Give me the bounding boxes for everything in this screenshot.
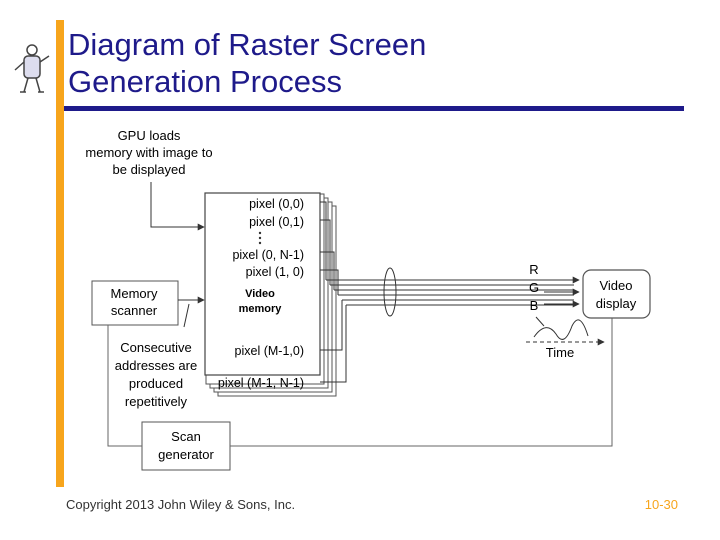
generator-to-display-line	[230, 308, 613, 447]
rgb-r: R	[529, 262, 538, 277]
consecutive-pointer	[183, 303, 190, 328]
page-number: 10-30	[644, 497, 678, 512]
gpu-arrow	[150, 182, 205, 231]
pixel-0-1: pixel (0,1)	[249, 215, 304, 229]
waveform-pointer	[535, 316, 545, 327]
scan-generator-label-2: generator	[158, 447, 214, 462]
mascot-logo	[14, 44, 50, 93]
rgb-b: B	[530, 298, 539, 313]
left-accent-bar	[56, 20, 64, 487]
title-underline	[64, 106, 684, 111]
ellipsis-dot	[258, 241, 262, 245]
memory-scanner-box	[91, 280, 179, 326]
time-label: Time	[546, 345, 574, 360]
raster-diagram: GPU loads memory with image to be displa…	[85, 128, 651, 471]
gpu-label-line-2: memory with image to	[85, 145, 212, 160]
video-display-box	[582, 269, 651, 319]
pixel-0-n1: pixel (0, N-1)	[232, 248, 304, 262]
video-memory-label-2: memory	[239, 303, 283, 315]
gpu-label-line-3: be displayed	[113, 162, 186, 177]
video-display-label-1: Video	[599, 278, 632, 293]
video-memory-box	[204, 192, 321, 376]
consecutive-line-2: addresses are	[115, 358, 197, 373]
title-line-2: Generation Process	[68, 64, 342, 99]
gpu-label-line-1: GPU loads	[118, 128, 181, 143]
scanner-to-generator-line	[107, 325, 142, 447]
slide-title: Diagram of Raster Screen Generation Proc…	[68, 26, 426, 100]
ellipsis-dot	[258, 236, 262, 240]
scan-generator-label-1: Scan	[171, 429, 201, 444]
pixel-1-0: pixel (1, 0)	[246, 265, 304, 279]
video-display-label-2: display	[596, 296, 637, 311]
consecutive-line-1: Consecutive	[120, 340, 192, 355]
memory-output-bus	[320, 201, 574, 383]
rgb-g: G	[529, 280, 539, 295]
pixel-m1-n1: pixel (M-1, N-1)	[218, 376, 304, 390]
copyright-text: Copyright 2013 John Wiley & Sons, Inc.	[66, 497, 296, 512]
memory-scanner-label-2: scanner	[111, 303, 158, 318]
title-line-1: Diagram of Raster Screen	[68, 27, 427, 62]
memory-scanner-label-1: Memory	[111, 286, 158, 301]
pixel-m1-0: pixel (M-1,0)	[235, 344, 304, 358]
scan-generator-box	[141, 421, 231, 471]
ellipsis-dot	[258, 231, 262, 235]
consecutive-line-4: repetitively	[125, 394, 188, 409]
pixel-0-0: pixel (0,0)	[249, 197, 304, 211]
signal-waveform	[533, 319, 589, 340]
bus-bundle-ring	[383, 267, 397, 317]
video-memory-label-1: Video	[245, 288, 275, 300]
consecutive-line-3: produced	[129, 376, 183, 391]
